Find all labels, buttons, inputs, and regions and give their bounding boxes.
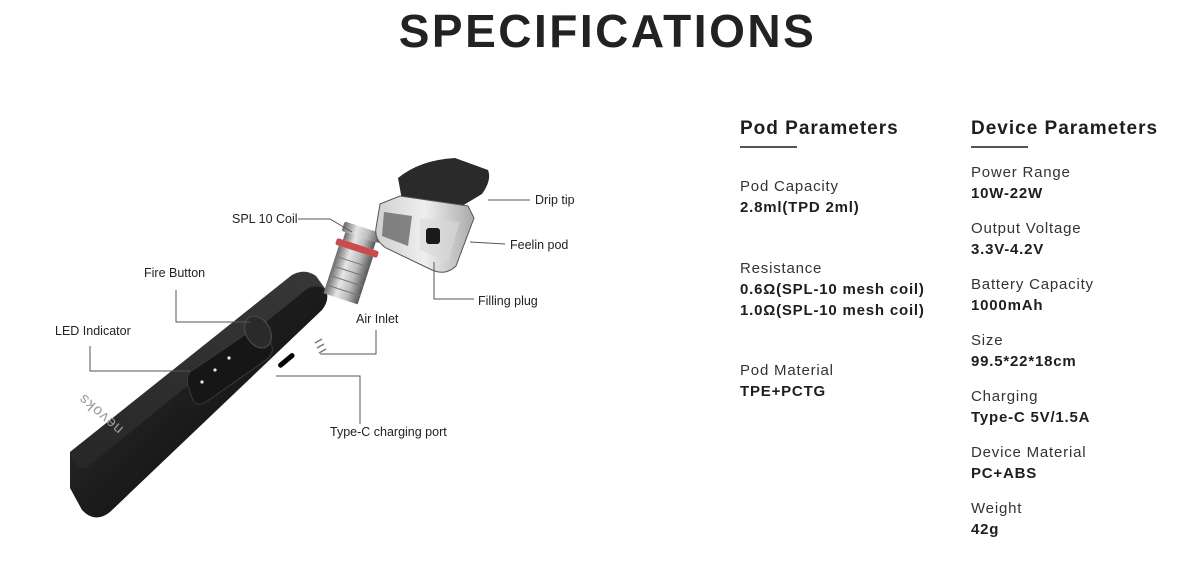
param-charging: Charging Type-C 5V/1.5A — [971, 387, 1158, 428]
led-icon — [227, 356, 231, 360]
heading-underline — [740, 146, 797, 148]
param-value: 42g — [971, 521, 1000, 538]
param-label: Resistance — [740, 260, 823, 277]
param-label: Pod Capacity — [740, 178, 839, 195]
param-battery-capacity: Battery Capacity 1000mAh — [971, 275, 1158, 316]
led-icon — [213, 368, 217, 372]
fire-button-label: Fire Button — [144, 266, 205, 280]
param-size: Size 99.5*22*18cm — [971, 331, 1158, 372]
param-value: 0.6Ω(SPL-10 mesh coil) — [740, 281, 925, 298]
param-label: Charging — [971, 388, 1039, 405]
param-device-material: Device Material PC+ABS — [971, 443, 1158, 484]
drip-tip-label: Drip tip — [535, 193, 575, 207]
spl-coil-label: SPL 10 Coil — [232, 212, 298, 226]
param-label: Battery Capacity — [971, 276, 1094, 293]
param-label: Device Material — [971, 444, 1087, 461]
param-value: 1.0Ω(SPL-10 mesh coil) — [740, 302, 925, 319]
param-value: PC+ABS — [971, 465, 1038, 482]
typec-port-icon — [278, 353, 295, 368]
param-output-voltage: Output Voltage 3.3V-4.2V — [971, 219, 1158, 260]
feelin-pod-label: Feelin pod — [510, 238, 568, 252]
param-pod-capacity: Pod Capacity 2.8ml(TPD 2ml) — [740, 177, 925, 218]
pod-icon — [375, 158, 490, 273]
fire-button-icon — [243, 315, 273, 349]
param-value: 2.8ml(TPD 2ml) — [740, 199, 860, 216]
device-parameters-heading: Device Parameters — [971, 118, 1159, 139]
heading-underline — [971, 146, 1028, 148]
param-value: 99.5*22*18cm — [971, 353, 1077, 370]
air-inlet-label: Air Inlet — [356, 312, 399, 326]
param-weight: Weight 42g — [971, 499, 1158, 540]
param-value: TPE+PCTG — [740, 383, 826, 400]
coil-icon — [323, 221, 383, 305]
param-value: 10W-22W — [971, 185, 1043, 202]
pod-parameters-section: Pod Parameters Pod Capacity 2.8ml(TPD 2m… — [740, 118, 925, 402]
page-title: SPECIFICATIONS — [398, 5, 817, 57]
param-value: 3.3V-4.2V — [971, 241, 1045, 258]
param-value: Type-C 5V/1.5A — [971, 409, 1091, 426]
typec-port-label: Type-C charging port — [330, 425, 447, 439]
param-label: Weight — [971, 500, 1023, 517]
pod-parameters-heading: Pod Parameters — [740, 118, 899, 139]
param-power-range: Power Range 10W-22W — [971, 163, 1158, 204]
product-diagram: nevoks — [55, 158, 575, 518]
led-indicator-label: LED Indicator — [55, 324, 131, 338]
filling-plug-icon — [426, 228, 440, 244]
param-pod-material: Pod Material TPE+PCTG — [740, 361, 925, 402]
param-resistance: Resistance 0.6Ω(SPL-10 mesh coil) 1.0Ω(S… — [740, 259, 925, 321]
led-icon — [200, 380, 204, 384]
param-value: 1000mAh — [971, 297, 1044, 314]
param-label: Pod Material — [740, 362, 834, 379]
device-parameters-section: Device Parameters Power Range 10W-22W Ou… — [971, 118, 1158, 540]
param-label: Output Voltage — [971, 220, 1082, 237]
param-label: Power Range — [971, 164, 1071, 181]
param-label: Size — [971, 332, 1004, 349]
filling-plug-label: Filling plug — [478, 294, 538, 308]
